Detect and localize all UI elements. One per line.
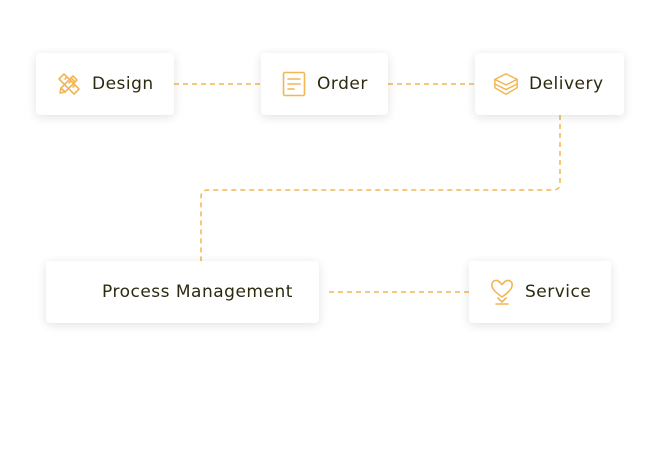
node-design-label: Design [92,74,154,94]
document-icon [281,71,307,97]
heart-hand-icon [489,279,515,305]
node-delivery-label: Delivery [529,74,604,94]
node-process-label: Process Management [102,282,293,302]
connector-delivery-process [200,115,561,261]
node-process-management[interactable]: Process Management [46,261,319,323]
node-service[interactable]: Service [469,261,611,323]
node-order-label: Order [317,74,368,94]
layers-box-icon [493,71,519,97]
node-order[interactable]: Order [261,53,388,115]
node-delivery[interactable]: Delivery [475,53,624,115]
pencil-ruler-icon [56,71,82,97]
node-design[interactable]: Design [36,53,174,115]
node-service-label: Service [525,282,592,302]
